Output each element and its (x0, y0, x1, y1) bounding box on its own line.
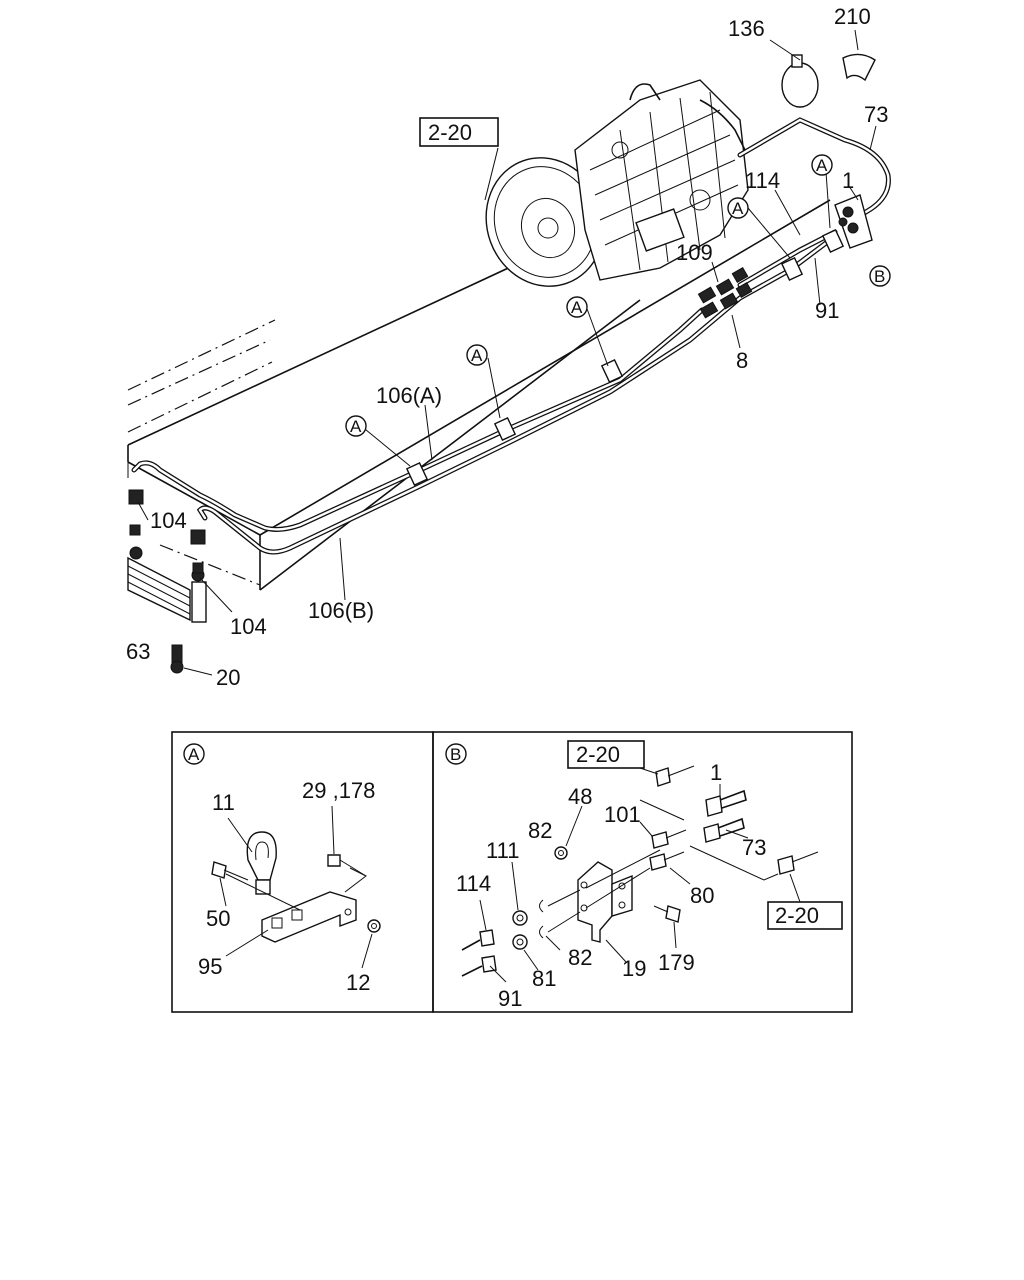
reference-box-2-20[interactable] (419, 117, 499, 147)
part-label-29-178: 29 ,178 (302, 778, 375, 803)
marker-a-text: A (571, 298, 583, 317)
detail-b-leaders (479, 767, 801, 983)
pipe-clips (405, 228, 845, 487)
part-label-73: 73 (742, 835, 766, 860)
detail-b-panel: B 2-20 2-20 (432, 731, 853, 1013)
fittings-104 (128, 489, 206, 574)
bracket-b-assembly (834, 194, 873, 249)
detail-b-marker-text: B (450, 745, 461, 764)
part-label-82-upper: 82 (528, 818, 552, 843)
part-label-48: 48 (568, 784, 592, 809)
part-label-91: 91 (815, 298, 839, 323)
part-label-91: 91 (498, 986, 522, 1011)
leader-lines (137, 29, 877, 676)
part-label-20: 20 (216, 665, 240, 690)
transmission-assembly (485, 79, 749, 287)
detail-b-parts (461, 765, 819, 977)
piece-210 (842, 53, 876, 82)
part-label-73: 73 (864, 102, 888, 127)
reference-box-2-20-lower[interactable] (767, 901, 843, 930)
section-marker-a-3[interactable]: A (566, 296, 588, 318)
part-label-114: 114 (745, 168, 780, 193)
part-label-104-upper: 104 (150, 508, 187, 533)
part-label-19: 19 (622, 956, 646, 981)
part-label-82-lower: 82 (568, 945, 592, 970)
section-marker-a-5[interactable]: A (811, 154, 833, 176)
reference-box-2-20-upper[interactable] (567, 740, 645, 769)
part-label-12: 12 (346, 970, 370, 995)
chassis-frame (127, 199, 831, 591)
marker-a-text: A (816, 156, 828, 175)
part-label-106a: 106(A) (376, 383, 442, 408)
part-label-210: 210 (834, 4, 871, 29)
main-view: 2-20 A A A A A B 136 210 73 114 (126, 4, 891, 690)
part-label-81: 81 (532, 966, 556, 991)
marker-a-text: A (350, 417, 362, 436)
detail-a-leaders (219, 805, 373, 969)
part-label-179: 179 (658, 950, 695, 975)
fittings (697, 266, 753, 319)
part-label-111: 111 (486, 838, 519, 863)
reference-box-lower-label: 2-20 (775, 903, 819, 928)
section-marker-a-4[interactable]: A (727, 197, 749, 219)
part-label-136: 136 (728, 16, 765, 41)
part-label-8: 8 (736, 348, 748, 373)
part-label-114: 114 (456, 871, 491, 896)
clamp-136 (781, 54, 819, 108)
reference-box-label: 2-20 (428, 120, 472, 145)
marker-a-text: A (732, 199, 744, 218)
marker-a-text: A (471, 346, 483, 365)
part-label-50: 50 (206, 906, 230, 931)
detail-a-panel: A (171, 731, 434, 1013)
part-label-95: 95 (198, 954, 222, 979)
part-label-63: 63 (126, 639, 150, 664)
part-label-11: 11 (212, 790, 235, 815)
part-label-109: 109 (676, 240, 713, 265)
section-marker-a-1[interactable]: A (345, 415, 367, 437)
part-label-104-lower: 104 (230, 614, 267, 639)
part-label-80: 80 (690, 883, 714, 908)
part-label-1: 1 (710, 760, 722, 785)
part-label-1: 1 (842, 168, 854, 193)
detail-a-parts (211, 831, 381, 943)
detail-b-marker: B (445, 743, 467, 765)
part-label-101: 101 (604, 802, 641, 827)
detail-a-marker: A (183, 743, 205, 765)
marker-b-text: B (874, 267, 885, 286)
part-label-106b: 106(B) (308, 598, 374, 623)
detail-a-marker-text: A (188, 745, 200, 764)
reference-box-upper-label: 2-20 (576, 742, 620, 767)
section-marker-b[interactable]: B (869, 265, 891, 287)
section-marker-a-2[interactable]: A (466, 344, 488, 366)
